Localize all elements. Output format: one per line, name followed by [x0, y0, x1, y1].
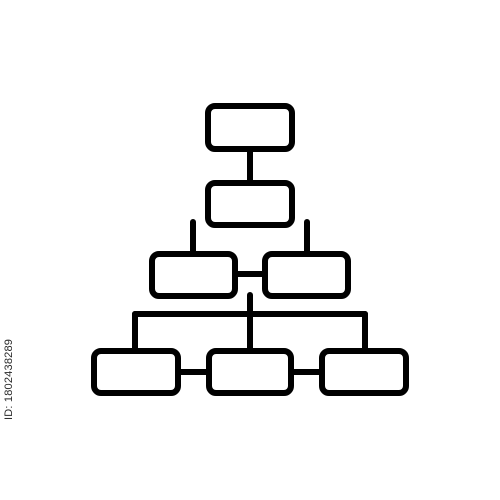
org-box-top	[205, 103, 295, 152]
org-box-level2	[205, 180, 295, 228]
side-id-label: ID: 1802438289	[3, 338, 15, 420]
org-box-bottom-left	[91, 348, 181, 396]
org-box-level3-left	[149, 251, 238, 299]
org-box-level3-right	[262, 251, 351, 299]
org-box-bottom-center	[206, 348, 294, 396]
org-box-bottom-right	[319, 348, 409, 396]
